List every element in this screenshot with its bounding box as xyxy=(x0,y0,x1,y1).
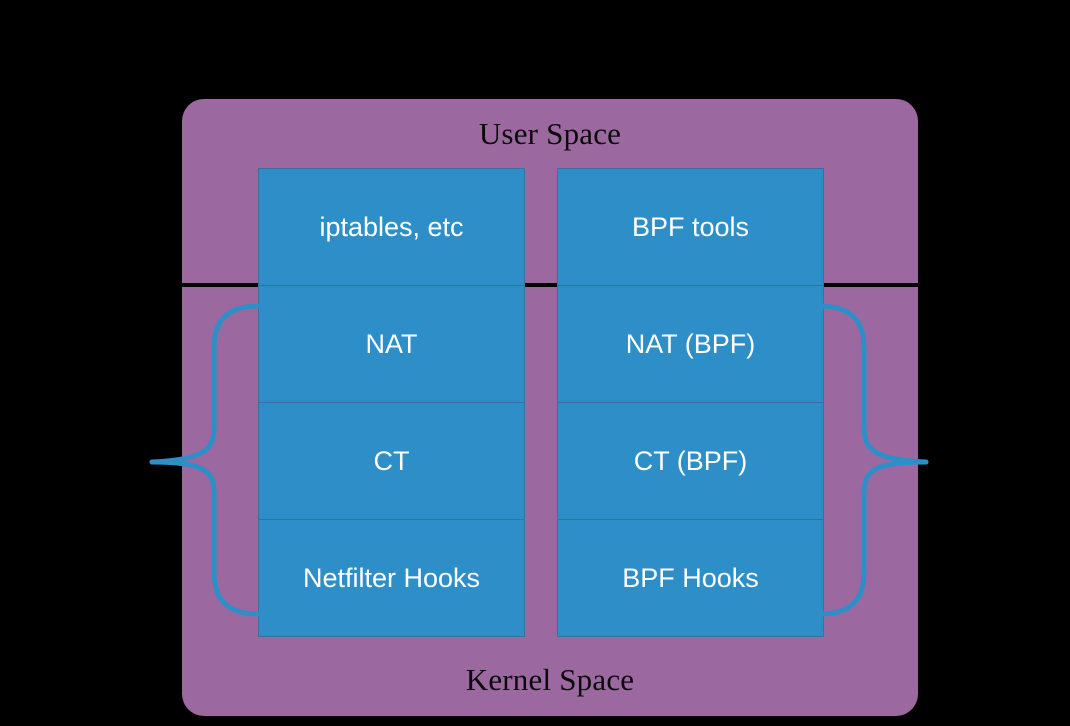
netfilter-stack-column: iptables, etc NAT CT Netfilter Hooks xyxy=(258,168,525,637)
cell-bpf-tools[interactable]: BPF tools xyxy=(557,168,824,286)
user-space-label: User Space xyxy=(478,116,622,151)
cell-iptables-etc[interactable]: iptables, etc xyxy=(258,168,525,286)
cell-ct[interactable]: CT xyxy=(258,402,525,520)
panel-seam-middle xyxy=(525,283,558,287)
kernel-space-label: Kernel Space xyxy=(465,662,635,697)
panel-seam-right xyxy=(823,283,918,287)
cell-nat[interactable]: NAT xyxy=(258,285,525,403)
bpf-stack-column: BPF tools NAT (BPF) CT (BPF) BPF Hooks xyxy=(557,168,824,637)
cell-bpf-hooks[interactable]: BPF Hooks xyxy=(557,519,824,637)
cell-netfilter-hooks[interactable]: Netfilter Hooks xyxy=(258,519,525,637)
panel-seam-left xyxy=(182,283,259,287)
cell-nat-bpf[interactable]: NAT (BPF) xyxy=(557,285,824,403)
cell-ct-bpf[interactable]: CT (BPF) xyxy=(557,402,824,520)
